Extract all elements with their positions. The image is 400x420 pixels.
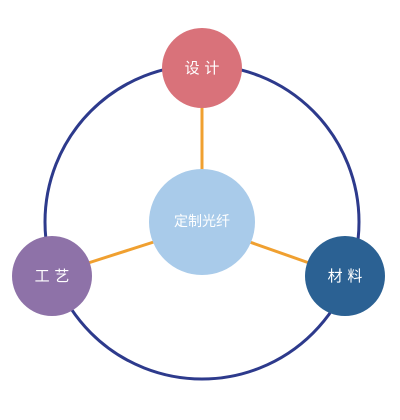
connector-right [243,238,313,266]
node-center-label: 定制光纤 [174,214,230,230]
node-left-label: 工 艺 [35,267,70,285]
node-center: 定制光纤 [149,169,255,275]
node-right-circle [305,236,385,316]
node-left-circle [12,236,92,316]
node-top-label: 设 计 [185,59,220,77]
node-left: 工 艺 [12,236,92,316]
node-center-circle [149,169,255,275]
node-right: 材 料 [305,236,385,316]
node-top: 设 计 [162,28,242,108]
connector-left [84,238,161,266]
node-right-label: 材 料 [328,267,363,285]
node-top-circle [162,28,242,108]
